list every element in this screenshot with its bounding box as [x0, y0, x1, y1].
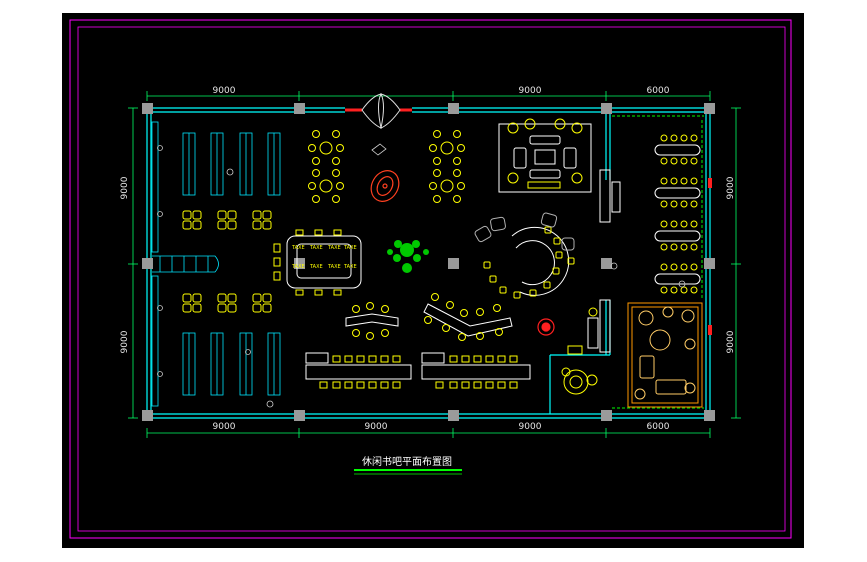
zigzag-seats-right — [424, 293, 503, 341]
bookshelves-lower — [182, 332, 281, 396]
zigzag-table-left — [345, 313, 399, 327]
table-label-5: TAXE — [291, 264, 305, 270]
right-dimension-line — [731, 107, 741, 419]
bottom-dimension-line — [146, 428, 711, 438]
central-counter — [286, 235, 362, 289]
sofa-lounge — [498, 123, 592, 193]
dim-right-2: 9000 — [726, 330, 736, 353]
table-label-1: TAXE — [291, 245, 305, 251]
bookshelves-upper — [182, 132, 281, 196]
structural-columns — [142, 103, 715, 421]
red-round-table — [537, 318, 555, 336]
red-art-installation — [370, 170, 400, 202]
curved-bar-counter — [511, 226, 570, 296]
plant-icon — [387, 240, 429, 273]
dim-left-1: 9000 — [120, 176, 130, 199]
round-tables-left — [308, 130, 344, 203]
right-wall-planters — [612, 115, 704, 409]
drawing-title: 休闲书吧平面布置图 — [362, 455, 452, 468]
entrance-door — [361, 93, 401, 129]
sofa-chairs — [507, 118, 583, 184]
table-label-8: TAXE — [343, 264, 357, 270]
right-zone-shelf-units — [599, 169, 621, 353]
grey-lounge-chairs — [474, 212, 575, 251]
table-label-2: TAXE — [309, 245, 323, 251]
dim-bottom-4: 6000 — [647, 422, 670, 432]
dim-right-1: 9000 — [726, 176, 736, 199]
counter-labels: TAXE TAXE TAXE TAXE TAXE TAXE TAXE TAXE — [291, 245, 357, 270]
service-corner — [561, 307, 599, 395]
drawing-sheet — [62, 13, 804, 548]
small-decor — [226, 143, 387, 408]
long-table-right-seats — [435, 355, 518, 389]
ornate-lounge-furniture — [634, 306, 696, 400]
top-dimension-line — [146, 91, 711, 101]
title-underline — [354, 469, 462, 475]
table-label-7: TAXE — [327, 264, 341, 270]
table-label-6: TAXE — [309, 264, 323, 270]
lounge-seat-groups — [182, 210, 272, 313]
wall-shelving-left — [151, 121, 219, 407]
dim-bottom-2: 9000 — [365, 422, 388, 432]
ornate-lounge-room — [627, 302, 703, 408]
table-label-4: TAXE — [343, 245, 357, 251]
long-table-left — [305, 352, 412, 380]
dim-top-2: 9000 — [519, 86, 542, 96]
zigzag-seats-left — [352, 302, 389, 340]
long-table-left-seats — [319, 355, 401, 389]
dim-top-3: 6000 — [647, 86, 670, 96]
long-table-right — [421, 352, 531, 380]
zigzag-table-right — [423, 303, 513, 337]
bar-stools — [483, 226, 575, 299]
dim-bottom-3: 9000 — [519, 422, 542, 432]
table-label-3: TAXE — [327, 245, 341, 251]
right-zone-tables — [654, 144, 701, 285]
dim-left-2: 9000 — [120, 330, 130, 353]
round-tables-right — [429, 130, 465, 203]
dim-bottom-1: 9000 — [213, 422, 236, 432]
counter-stools — [273, 229, 342, 296]
red-wall-markers — [708, 178, 712, 335]
outer-frame — [69, 19, 792, 539]
inner-frame — [77, 26, 786, 532]
dim-top-1: 9000 — [213, 86, 236, 96]
person-figures — [157, 145, 686, 377]
right-zone-chairs — [660, 134, 698, 294]
left-dimension-line — [128, 107, 138, 419]
